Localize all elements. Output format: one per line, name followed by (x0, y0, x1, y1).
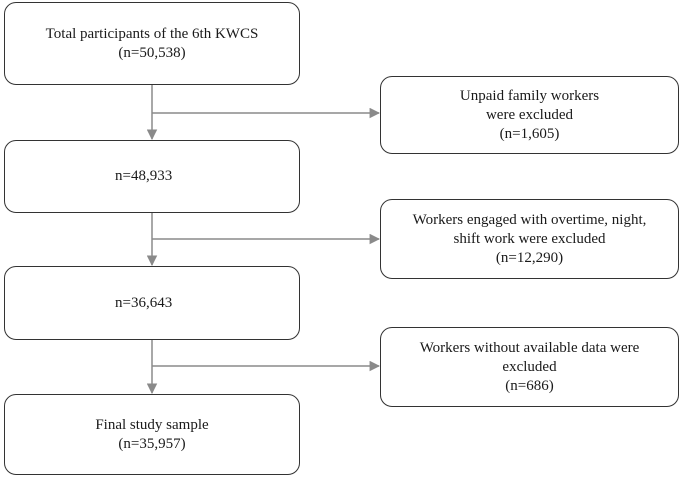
unpaid-family-exclusion-line2: were excluded (485, 106, 574, 123)
overtime-exclusion-count: (n=12,290) (495, 249, 564, 266)
after-unpaid-exclusion-count: n=48,933 (115, 168, 173, 184)
missing-data-exclusion-line1: Workers without available data were (419, 339, 640, 356)
final-sample-label: Final study sample (95, 416, 209, 433)
unpaid-family-exclusion-count: (n=1,605) (499, 125, 560, 142)
final-sample-count: (n=35,957) (118, 435, 186, 452)
total-participants-label: Total participants of the 6th KWCS (45, 25, 259, 42)
total-participants-count: (n=50,538) (118, 44, 186, 61)
overtime-exclusion-line1: Workers engaged with overtime, night, (412, 211, 647, 228)
after-overtime-exclusion-count: n=36,643 (115, 294, 173, 311)
missing-data-exclusion-line2: excluded (502, 358, 557, 375)
missing-data-exclusion-box: Workers without available data were excl… (380, 327, 679, 407)
missing-data-exclusion-count: (n=686) (505, 377, 554, 394)
final-sample-box: Final study sample (n=35,957) (4, 394, 300, 475)
total-participants-box: Total participants of the 6th KWCS (n=50… (4, 2, 300, 85)
unpaid-family-exclusion-line1: Unpaid family workers (459, 87, 600, 104)
after-unpaid-exclusion-box: n=48,933 (4, 140, 300, 213)
after-overtime-exclusion-box: n=36,643 (4, 266, 300, 340)
unpaid-family-exclusion-box: Unpaid family workers were excluded (n=1… (380, 76, 679, 154)
overtime-exclusion-box: Workers engaged with overtime, night, sh… (380, 199, 679, 279)
overtime-exclusion-line2: shift work were excluded (453, 230, 606, 247)
